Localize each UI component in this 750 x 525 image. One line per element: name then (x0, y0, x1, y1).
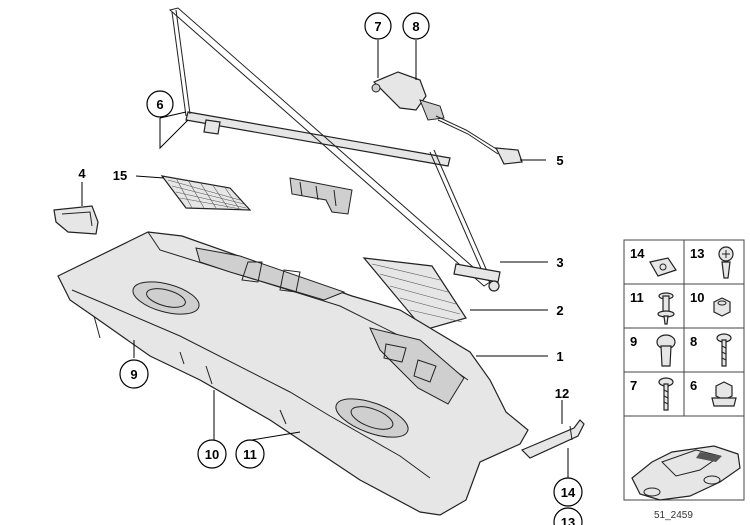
callout-11-label: 11 (243, 447, 257, 462)
speaker-grille-left[interactable] (160, 175, 252, 211)
callout-9: 9 (119, 359, 149, 389)
clip-nut-icon (649, 257, 677, 277)
callout-4-label: 4 (78, 166, 86, 181)
callout-10: 10 (197, 439, 227, 469)
cable-assembly[interactable] (371, 71, 523, 165)
callout-8-label: 8 (412, 19, 419, 34)
legend-num-9: 9 (630, 334, 637, 349)
callout-8: 8 (402, 12, 430, 40)
car-outline-icon (631, 445, 741, 501)
callout-7-label: 7 (374, 19, 381, 34)
leader-lines (81, 40, 569, 478)
callout-9-label: 9 (130, 367, 137, 382)
callout-6: 6 (146, 90, 174, 118)
torx-screw-icon (716, 333, 732, 367)
legend-num-10: 10 (690, 290, 704, 305)
clip-part[interactable] (53, 205, 99, 235)
callout-13-label: 13 (561, 515, 575, 525)
diagram-id: 51_2459 (654, 510, 693, 521)
callout-13: 13 (553, 507, 583, 525)
legend-num-7: 7 (630, 378, 637, 393)
collar-nut-icon (711, 381, 737, 407)
callout-15-label: 15 (113, 168, 127, 183)
callout-5-label: 5 (556, 153, 563, 168)
legend-num-13: 13 (690, 246, 704, 261)
callout-11: 11 (235, 439, 265, 469)
rear-parcel-shelf[interactable] (57, 231, 529, 516)
callout-2-label: 2 (556, 303, 563, 318)
callout-7: 7 (364, 12, 392, 40)
callout-14-label: 14 (561, 485, 576, 500)
legend-num-11: 11 (630, 290, 644, 305)
roller-blind[interactable] (168, 7, 501, 292)
callout-12-label: 12 (555, 386, 569, 401)
fastener-legend: 14 13 11 10 9 8 (623, 239, 745, 501)
bracket-part[interactable] (520, 419, 585, 459)
speaker-grille-right[interactable] (362, 257, 467, 331)
callout-14: 14 (553, 477, 583, 507)
countersunk-screw-icon (658, 377, 674, 411)
callout-1-label: 1 (556, 349, 563, 364)
legend-num-6: 6 (690, 378, 697, 393)
callout-6-label: 6 (156, 97, 163, 112)
push-rivet-icon (657, 292, 675, 325)
callout-3-label: 3 (556, 255, 563, 270)
expanding-rivet-icon (718, 246, 734, 279)
round-head-rivet-icon (656, 334, 676, 367)
legend-num-8: 8 (690, 334, 697, 349)
hex-nut-icon (713, 297, 731, 317)
callout-10-label: 10 (205, 447, 219, 462)
legend-num-14: 14 (630, 246, 645, 261)
